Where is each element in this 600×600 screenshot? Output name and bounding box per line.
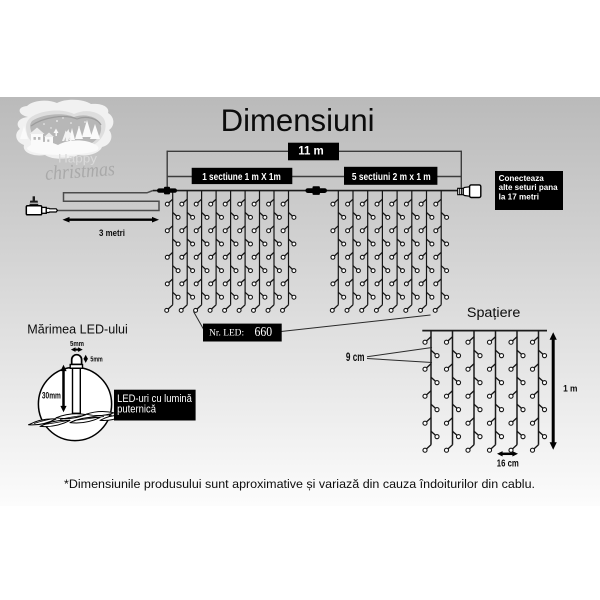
- svg-text:30mm: 30mm: [42, 390, 61, 400]
- svg-text:3 metri: 3 metri: [99, 228, 125, 239]
- svg-text:5mm: 5mm: [90, 354, 103, 363]
- svg-text:alte seturi pana: alte seturi pana: [499, 182, 558, 192]
- svg-text:Nr. LED:: Nr. LED:: [209, 328, 244, 339]
- svg-text:puternică: puternică: [117, 404, 156, 416]
- svg-text:Mărimea LED-ului: Mărimea LED-ului: [27, 321, 128, 336]
- svg-text:9 cm: 9 cm: [346, 352, 365, 364]
- svg-text:Dimensiuni: Dimensiuni: [221, 103, 375, 138]
- svg-text:LED-uri cu lumină: LED-uri cu lumină: [117, 393, 192, 405]
- svg-text:Conecteaza: Conecteaza: [499, 173, 545, 183]
- svg-text:Happy: Happy: [58, 152, 97, 166]
- svg-text:5mm: 5mm: [70, 339, 84, 348]
- svg-text:christmas: christmas: [44, 158, 116, 185]
- svg-text:660: 660: [255, 324, 273, 339]
- svg-text:Spațiere: Spațiere: [467, 305, 520, 320]
- svg-text:1 m: 1 m: [563, 384, 577, 395]
- svg-text:la 17 metri: la 17 metri: [499, 192, 539, 202]
- svg-text:16 cm: 16 cm: [497, 457, 519, 469]
- svg-text:*Dimensiunile produsului sunt: *Dimensiunile produsului sunt aproximati…: [64, 477, 535, 491]
- svg-text:5 sectiuni 2 m x 1 m: 5 sectiuni 2 m x 1 m: [352, 171, 431, 183]
- svg-text:11 m: 11 m: [298, 143, 324, 157]
- svg-text:1 sectiune 1 m X 1m: 1 sectiune 1 m X 1m: [202, 171, 281, 183]
